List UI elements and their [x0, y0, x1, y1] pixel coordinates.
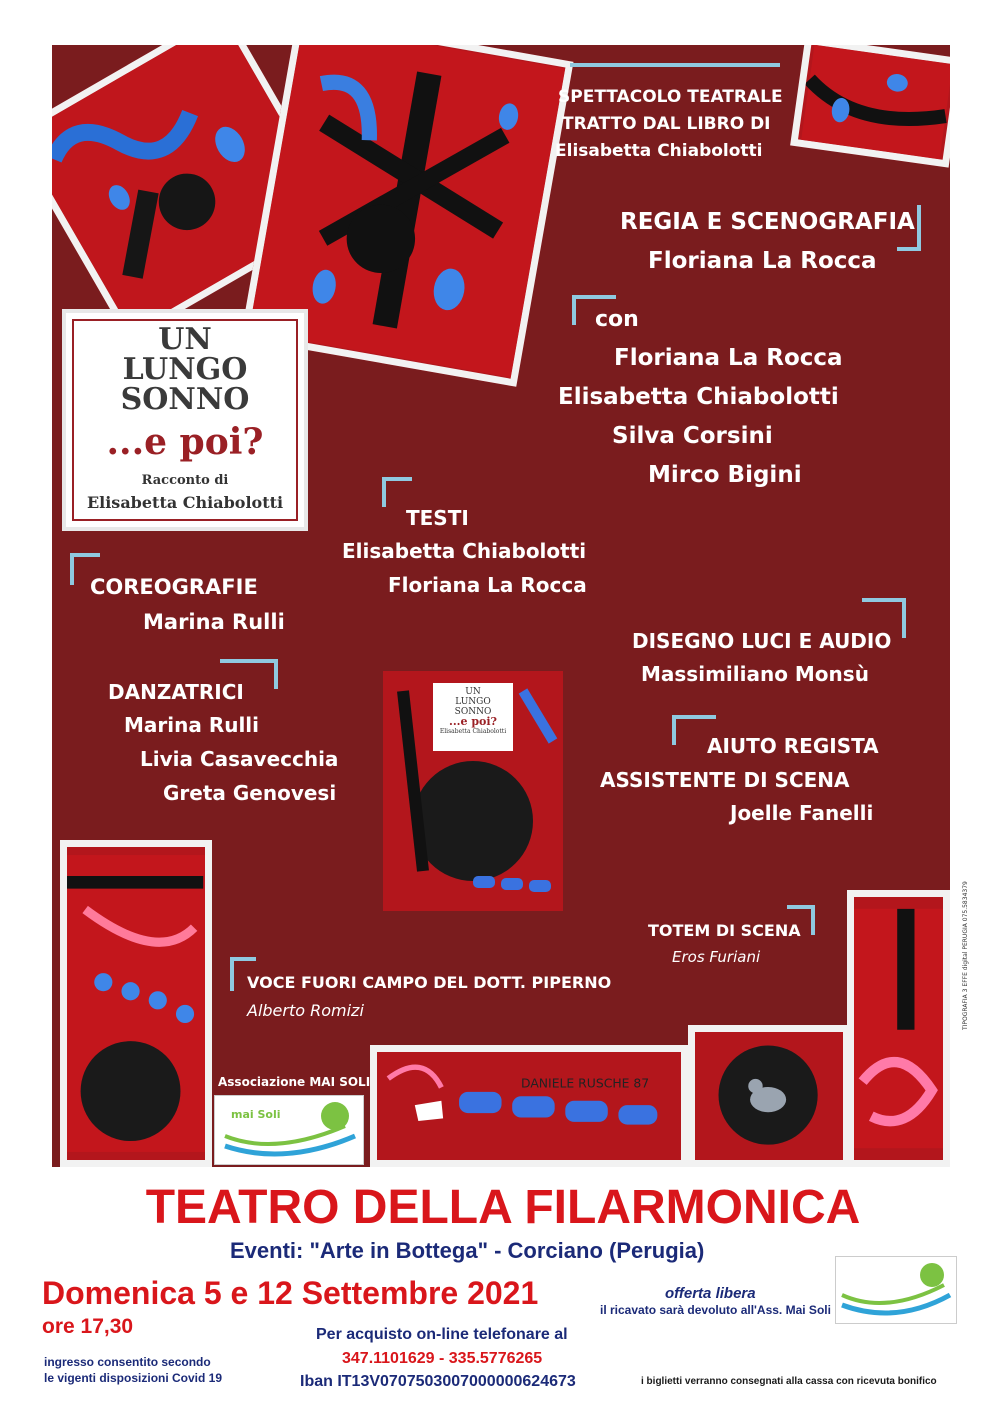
painting-panel-top-center: [240, 45, 574, 387]
bracket-coreografie: [70, 553, 100, 585]
offer-note: il ricavato sarà devoluto all'Ass. Mai S…: [600, 1303, 831, 1317]
danzatrici-name-3: Greta Genovesi: [163, 781, 337, 805]
luci-title: DISEGNO LUCI E AUDIO: [632, 629, 892, 653]
covid-line-2: le vigenti disposizioni Covid 19: [44, 1371, 223, 1385]
small-book-author: Elisabetta Chiabolotti: [439, 728, 507, 735]
bracket-aiuto: [672, 715, 716, 745]
bracket-header-line: [570, 63, 780, 67]
small-book-line-3: SONNO: [454, 707, 492, 717]
associazione-label: Associazione MAI SOLI: [218, 1075, 371, 1089]
header-line-1: SPETTACOLO TEATRALE: [558, 87, 783, 107]
testi-name-2: Floriana La Rocca: [388, 573, 587, 597]
bracket-regia: [897, 205, 921, 251]
aiuto-title-2: ASSISTENTE DI SCENA: [600, 768, 850, 792]
cast-name-2: Elisabetta Chiabolotti: [558, 384, 839, 410]
book-title-line-3: SONNO: [120, 382, 250, 417]
regia-title: REGIA E SCENOGRAFIA: [620, 209, 915, 235]
painting-panel-bottom-center: DANIELE RUSCHE 87: [370, 1045, 688, 1167]
event-date: Domenica 5 e 12 Settembre 2021: [42, 1275, 539, 1311]
aiuto-name: Joelle Fanelli: [730, 801, 874, 825]
book-cover-painting: UN LUNGO SONNO ...e poi? Elisabetta Chia…: [383, 671, 563, 911]
bracket-luci: [862, 598, 906, 638]
aiuto-title-1: AIUTO REGISTA: [707, 734, 879, 758]
side-credit: TIPOGRAFIA 3 EFFE digital PERUGIA 075.58…: [962, 881, 969, 1030]
luci-name: Massimiliano Monsù: [641, 662, 869, 686]
book-cover-title-small: UN LUNGO SONNO ...e poi? Elisabetta Chia…: [435, 687, 511, 737]
book-title-line-2: LUNGO: [122, 352, 248, 387]
book-title-line-4: ...e poi?: [106, 421, 264, 463]
book-by: Racconto di: [141, 473, 229, 488]
testi-name-1: Elisabetta Chiabolotti: [342, 539, 587, 563]
book-title-line-1: UN: [158, 322, 212, 357]
offer-title: offerta libera: [665, 1285, 756, 1302]
purchase-text: Per acquisto on-line telefonare al: [316, 1326, 568, 1343]
cast-name-3: Silva Corsini: [612, 423, 773, 449]
bracket-totem: [787, 905, 815, 935]
painting-panel-bottom-left: [60, 840, 212, 1167]
bracket-danzatrici: [220, 659, 278, 689]
painting-panel-bottom-mouse: [688, 1025, 850, 1167]
danzatrici-name-2: Livia Casavecchia: [140, 747, 339, 771]
bracket-voce: [230, 957, 256, 991]
small-book-line-4: ...e poi?: [449, 715, 497, 728]
cast-name-1: Floriana La Rocca: [614, 345, 843, 371]
painting-panel-bottom-right: [847, 890, 950, 1167]
covid-line-1: ingresso consentito secondo: [44, 1355, 211, 1369]
voce-name: Alberto Romizi: [247, 1001, 364, 1020]
mai-soli-logo: mai Soli: [214, 1095, 364, 1165]
book-cover-frame: [72, 319, 298, 521]
poster-background: DANIELE RUSCHE 87 UN: [52, 45, 950, 1167]
phones[interactable]: 347.1101629 - 335.5776265: [342, 1350, 543, 1367]
totem-title: TOTEM DI SCENA: [648, 921, 801, 940]
regia-name: Floriana La Rocca: [648, 248, 877, 274]
venue-title: TEATRO DELLA FILARMONICA: [145, 1181, 861, 1234]
header-line-3: Elisabetta Chiabolotti: [555, 141, 763, 161]
small-book-line-1: UN: [465, 687, 481, 697]
testi-title: TESTI: [406, 506, 469, 530]
bracket-testi: [382, 477, 412, 507]
tickets-note: i biglietti verranno consegnati alla cas…: [641, 1376, 937, 1387]
coreografie-title: COREOGRAFIE: [90, 575, 258, 599]
mai-soli-logo-footer: [835, 1256, 957, 1324]
events-line: Eventi: "Arte in Bottega" - Corciano (Pe…: [230, 1238, 705, 1263]
painting-panel-top-right: [790, 45, 950, 168]
small-book-line-2: LUNGO: [455, 697, 491, 707]
bracket-cast: [572, 295, 616, 325]
iban: Iban IT13V0707503007000000624673: [300, 1373, 576, 1390]
totem-name: Eros Furiani: [672, 948, 761, 966]
mai-soli-logo-text: mai Soli: [231, 1108, 281, 1121]
danzatrici-title: DANZATRICI: [108, 680, 244, 704]
event-time: ore 17,30: [42, 1315, 134, 1338]
danzatrici-name-1: Marina Rulli: [124, 713, 260, 737]
cast-name-4: Mirco Bigini: [648, 462, 802, 488]
coreografie-name: Marina Rulli: [143, 610, 285, 634]
voce-title: VOCE FUORI CAMPO DEL DOTT. PIPERNO: [247, 973, 612, 992]
book-author: Elisabetta Chiabolotti: [86, 493, 284, 512]
cast-title: con: [595, 307, 639, 332]
painting-signature: DANIELE RUSCHE 87: [521, 1075, 649, 1090]
mai-soli-logo-graphic: mai Soli: [215, 1096, 363, 1164]
book-cover: UN LUNGO SONNO ...e poi? Racconto di Eli…: [62, 309, 308, 531]
header-line-2: TRATTO DAL LIBRO DI: [562, 114, 771, 134]
